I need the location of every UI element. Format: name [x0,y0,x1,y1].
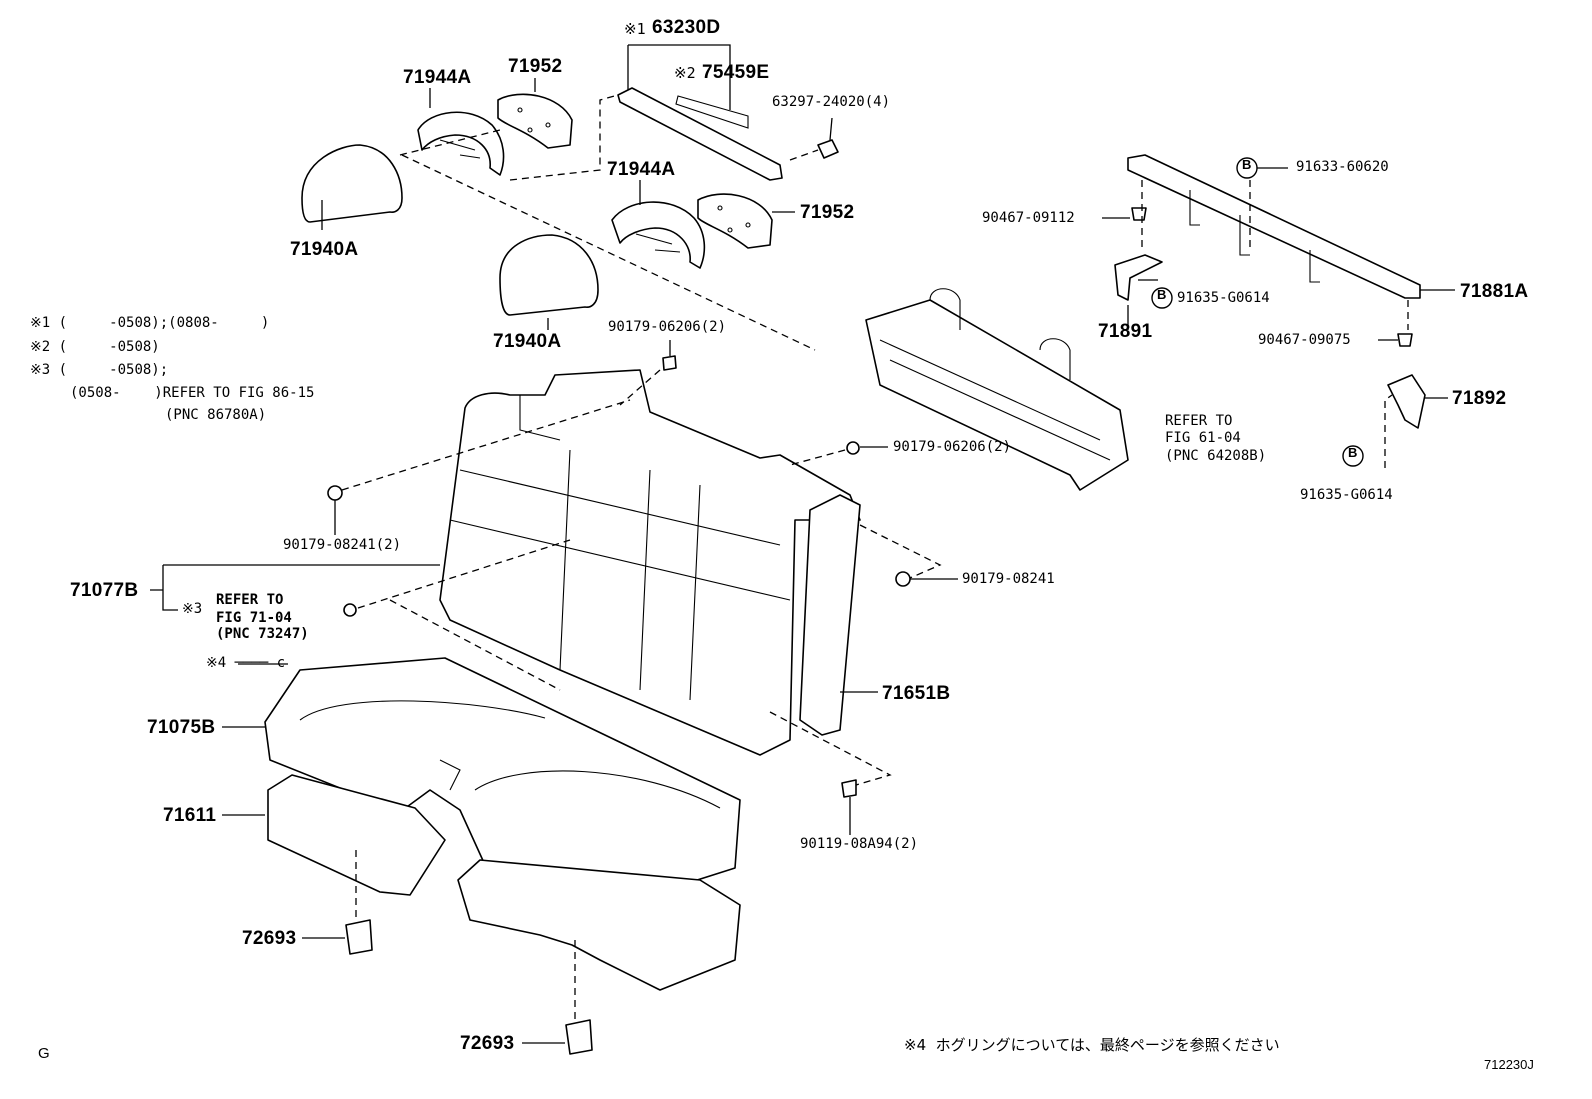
ref-fig-6104-line2: FIG 61-04 [1165,430,1241,446]
label-71944a-1: 71944A [403,67,472,88]
label-90179-06206-2: 90179-06206(2) [893,439,1012,455]
seatback-side-71651b [799,494,861,736]
label-90179-06206-1: 90179-06206(2) [608,319,727,335]
headrest-support-71944a-lower [611,201,706,269]
ref-fig-7104-line3: (PNC 73247) [216,626,309,642]
clip-90179-08241-left [327,485,343,501]
figure-code: 712230J [1484,1057,1534,1072]
label-91635-1: 91635-G0614 [1177,290,1270,306]
clip-90179-06206-top [662,355,677,371]
label-71077b: 71077B [70,580,139,601]
headrest-support-71944a-upper [417,111,505,176]
trim-panel-63230d [617,87,783,181]
ref-fig-7104-mark: ※3 [182,601,203,617]
support-bar-71881a [1127,154,1421,299]
label-91635-2: 91635-G0614 [1300,487,1393,503]
grommet-72693-lower [565,1019,593,1055]
label-90467-09112: 90467-09112 [982,210,1075,226]
label-71611: 71611 [163,805,217,826]
label-71075b: 71075B [147,717,216,738]
bracket-71891 [1114,254,1163,301]
clip-90467-09112 [1131,207,1147,221]
bolt-63297 [817,117,839,159]
label-63230d-mark: ※1 [624,20,646,38]
label-90179-08241-2: 90179-08241(2) [283,537,402,553]
headrest-cover-71952-upper [497,93,573,149]
label-71952-1: 71952 [508,56,563,77]
label-90119: 90119-08A94(2) [800,836,919,852]
clip-90467-09075 [1397,333,1413,347]
corner-letter: G [38,1045,50,1062]
label-71651b: 71651B [882,683,951,704]
label-71952-2: 71952 [800,202,855,223]
label-63230d: 63230D [652,17,721,38]
seatback-frame [865,288,1129,491]
marker-b-2: B [1157,287,1167,302]
bracket-71892 [1387,374,1426,429]
label-72693-2: 72693 [460,1033,515,1054]
marker-b-3: B [1348,445,1358,460]
bolt-90119 [841,779,857,798]
label-71881a: 71881A [1460,281,1529,302]
label-91633: 91633-60620 [1296,159,1389,175]
note-4-japanese: ※4 ホグリングについては、最終ページを参照ください [904,1036,1280,1054]
seatback-71077b [439,369,861,756]
seat-pad-71611 [267,774,741,991]
label-71944a-2: 71944A [607,159,676,180]
ref-fig-6104-line3: (PNC 64208B) [1165,448,1267,464]
ref-fig-7104-line1: REFER TO [216,592,284,608]
clip-90179-08241-right [895,571,911,587]
grommet-72693-upper [345,919,373,955]
label-90179-08241: 90179-08241 [962,571,1055,587]
label-75459e-mark: ※2 [674,64,696,82]
label-71891: 71891 [1098,321,1153,342]
headrest-71940a-upper [301,144,403,223]
note-1: ※1 ( -0508);(0808- ) [30,315,270,331]
headrest-cover-71952-lower [697,193,773,249]
label-75459e: 75459E [702,62,770,83]
note-2: ※2 ( -0508) [30,339,160,355]
note-4-key: ※4 ──── c [206,655,286,671]
clip-90179-06206-mid [846,441,860,455]
label-71940a-1: 71940A [290,239,359,260]
note-3c: (PNC 86780A) [165,407,267,423]
label-71940a-2: 71940A [493,331,562,352]
note-3: ※3 ( -0508); [30,362,169,378]
label-90467-09075: 90467-09075 [1258,332,1351,348]
marker-b-1: B [1242,157,1252,172]
label-72693-1: 72693 [242,928,297,949]
clip-ref-7104 [343,603,357,617]
ref-fig-6104-line1: REFER TO [1165,413,1233,429]
label-63297: 63297-24020(4) [772,94,891,110]
ref-fig-7104-line2: FIG 71-04 [216,610,292,626]
headrest-71940a-lower [499,234,599,316]
note-3b: (0508- )REFER TO FIG 86-15 [70,385,315,401]
label-71892: 71892 [1452,388,1507,409]
